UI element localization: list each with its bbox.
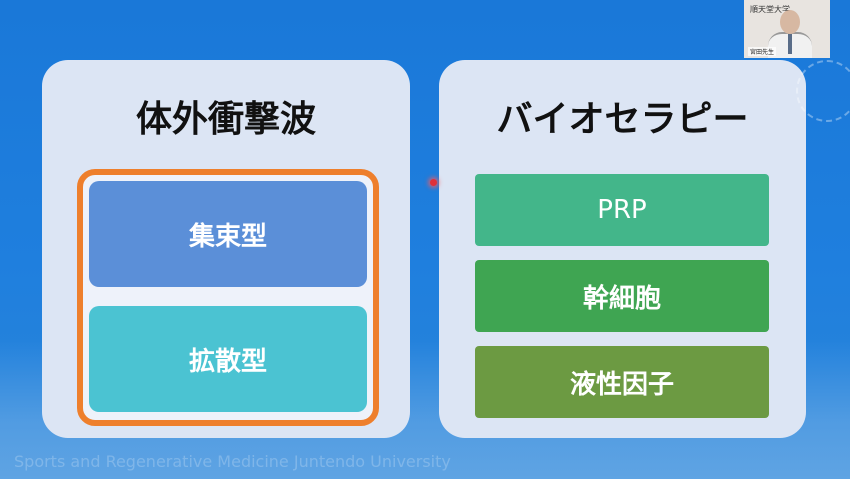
left-panel: 体外衝撃波 集束型 拡散型 — [42, 60, 410, 438]
right-panel: バイオセラピー PRP 幹細胞 液性因子 — [439, 60, 806, 438]
prp-box: PRP — [475, 174, 769, 246]
focused-type-block: 集束型 — [89, 181, 367, 287]
growth-factor-box: 液性因子 — [475, 346, 769, 418]
stem-cell-box: 幹細胞 — [475, 260, 769, 332]
speaker-tie — [788, 34, 792, 54]
highlight-frame: 集束型 拡散型 — [77, 169, 379, 426]
left-panel-title: 体外衝撃波 — [135, 99, 316, 140]
speaker-name-tag: 宮田先生 — [748, 47, 777, 56]
webcam-logo: 順天堂大学 — [750, 5, 790, 14]
radial-type-block: 拡散型 — [89, 306, 367, 412]
speaker-avatar — [780, 10, 800, 34]
laser-pointer-dot — [430, 179, 437, 186]
speaker-webcam: 順天堂大学 宮田先生 — [744, 0, 830, 58]
university-seal-icon — [796, 60, 850, 122]
right-panel-title: バイオセラピー — [496, 99, 749, 140]
footer-watermark: Sports and Regenerative Medicine Juntend… — [14, 452, 451, 471]
